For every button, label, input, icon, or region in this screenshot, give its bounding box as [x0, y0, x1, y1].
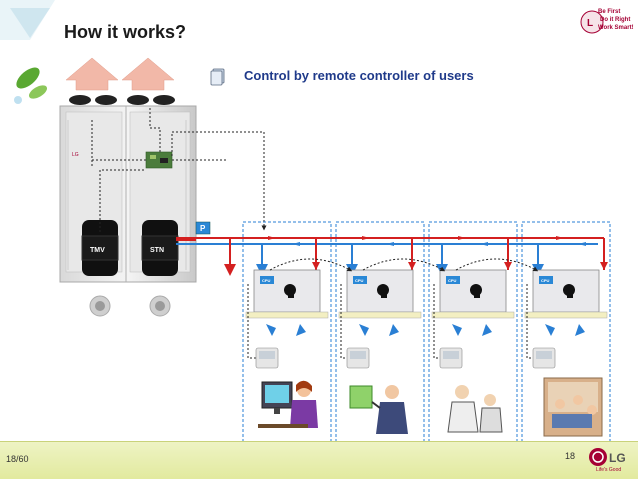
control-board [145, 151, 173, 169]
cpu-label-3: CPU [448, 278, 457, 283]
vrf-diagram: LG TMV STN P [59, 57, 611, 441]
compressor-left [81, 220, 119, 276]
brand-badge: L [578, 4, 636, 38]
cpu-label-4: CPU [541, 278, 550, 283]
refrigerant-pipes [176, 237, 605, 276]
flow-arrows [268, 236, 564, 240]
brand-tagline: Life's Good [596, 467, 622, 473]
page-title: How it works? [64, 22, 187, 42]
compressor-left-label: TMV [90, 247, 105, 254]
svg-text:L: L [587, 18, 593, 29]
indoor-unit-4 [524, 269, 608, 319]
cpu-label-1: CPU [262, 278, 271, 283]
leaf-decoration [0, 0, 60, 120]
air-outlet-arrows [266, 324, 585, 336]
control-wiring [91, 108, 267, 232]
cpu-label-2: CPU [355, 278, 364, 283]
remote-controller-3 [439, 347, 463, 369]
brand-slogan-line1: Be First [598, 9, 621, 15]
indoor-unit-2 [338, 269, 422, 319]
compressor-right [141, 220, 179, 276]
remote-controller-1 [255, 347, 279, 369]
indoor-unit-3 [431, 269, 515, 319]
svg-text:LG: LG [72, 152, 79, 158]
diagram-subtitle: Control by remote controller of users [244, 68, 474, 83]
user-illustration-presenter [349, 385, 408, 434]
user-illustration-office [543, 377, 603, 437]
exhaust-arrow-left [65, 57, 119, 91]
remote-controller-2 [346, 347, 370, 369]
compressor-right-label: STN [150, 247, 164, 254]
svg-text:LG: LG [609, 451, 626, 465]
footer-bar [0, 441, 638, 479]
indoor-unit-1 [245, 269, 329, 319]
brand-slogan-line3: Work Smart! [598, 25, 634, 31]
document-icon [210, 68, 226, 86]
exhaust-arrow-right [121, 57, 175, 91]
user-illustration-computer [258, 380, 318, 428]
page-counter: 18/60 [6, 454, 29, 464]
brand-slogan-line2: Do it Right [600, 17, 631, 23]
fan-top-row [69, 95, 175, 105]
remote-controller-4 [532, 347, 556, 369]
pipe-label-p: P [200, 224, 206, 233]
unit-control-links [247, 258, 539, 359]
lg-logo: LG [588, 447, 632, 469]
page-number: 18 [565, 451, 576, 461]
user-illustration-meeting [447, 385, 503, 433]
